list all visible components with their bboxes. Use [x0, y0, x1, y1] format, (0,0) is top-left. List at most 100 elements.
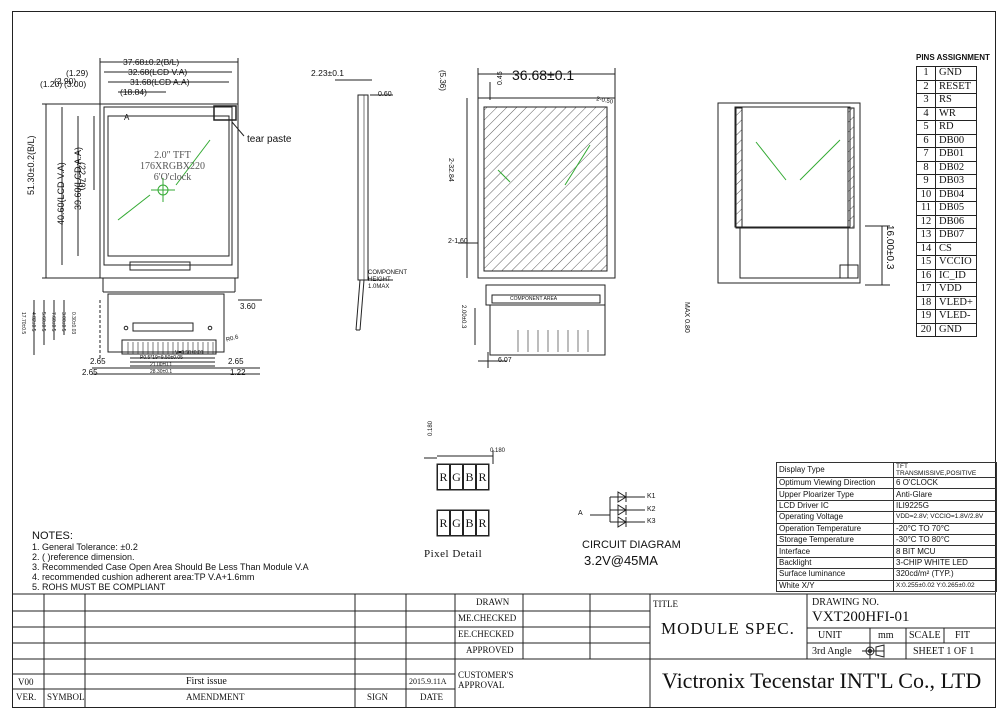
front-dim-120: (1.20): [40, 79, 63, 89]
pixel-cell: G: [450, 464, 463, 490]
rev-hdr-amendment: AMENDMENT: [186, 692, 245, 702]
note-item: 4. recommended cushion adherent area:TP …: [32, 572, 255, 582]
pin-signal: DB06: [935, 214, 977, 229]
note-item: 2. ( )reference dimension.: [32, 552, 135, 562]
back-fpc: [489, 304, 606, 356]
fpc-dim-left-1: 2.65: [90, 357, 106, 366]
tear-paste-label: tear paste: [247, 134, 292, 145]
front-dim-center: (18.84): [120, 87, 147, 97]
circuit-title: CIRCUIT DIAGRAM: [582, 539, 681, 551]
pin-number: 17: [916, 282, 936, 297]
back-dim-607: 6.07: [498, 357, 512, 364]
tb-drawing-no: VXT200HFI-01: [812, 609, 910, 625]
spec-row: Operation Temperature-20°C TO 70°C: [776, 522, 997, 535]
pin-signal: VLED+: [935, 295, 977, 310]
spec-value: -30°C TO 80°C: [893, 533, 997, 547]
pixel-cell: G: [450, 510, 463, 536]
back-component-area: COMPONENT AREA: [510, 296, 558, 302]
circuit-k2: K2: [647, 506, 656, 513]
rev-hdr-date: DATE: [420, 692, 443, 702]
tb-unit-label: UNIT: [818, 630, 842, 641]
pin-signal: IC_ID: [935, 268, 977, 283]
tb-scale-label: SCALE: [909, 630, 941, 641]
fpc-dim-right-1: 2.65: [228, 357, 244, 366]
pixel-cell: R: [476, 510, 489, 536]
pins-title: PINS ASSIGNMENT: [916, 53, 990, 62]
pixel-cell: B: [463, 510, 476, 536]
spec-value: 320cd/m² (TYP.): [893, 568, 997, 581]
front-dim-129: (1.29): [66, 68, 89, 78]
front-active-area: [107, 115, 230, 257]
notes-title: NOTES:: [32, 530, 73, 542]
tb-scale: FIT: [955, 630, 970, 641]
display-resolution-label: 176XRGBX220: [140, 161, 206, 172]
tb-drawing-no-label: DRAWING NO.: [812, 597, 879, 608]
tb-unit: mm: [878, 630, 894, 641]
circuit-spec: 3.2V@45MA: [584, 553, 658, 568]
front-dim-lcd-va: 32.68(LCD V.A): [128, 67, 188, 77]
fpc-pitch: P0.5*19=9.50±0.05: [140, 355, 183, 361]
tb-drawn: DRAWN: [476, 597, 510, 607]
tb-title-label: TITLE: [653, 599, 678, 609]
tb-title: MODULE SPEC.: [661, 619, 795, 638]
pin-signal: VCCIO: [935, 255, 977, 270]
pin-signal: GND: [935, 322, 977, 337]
back-width-dim: 36.68±0.1: [512, 67, 575, 83]
pad-a-label: A: [124, 113, 130, 122]
fpc-dim-360: 3.60: [240, 302, 256, 311]
pin-signal: DB00: [935, 133, 977, 148]
spec-row: Storage Temperature-30°C TO 80°C: [776, 533, 997, 547]
note-item: 3. Recommended Case Open Area Should Be …: [32, 562, 309, 572]
rev-date: 2015.9.11A: [409, 677, 447, 686]
spec-value: 8 BIT MCU: [893, 545, 997, 558]
notes: NOTES: 1. General Tolerance: ±0.2 2. ( )…: [32, 530, 309, 593]
spec-key: Operating Voltage: [776, 511, 894, 524]
front-outline: [99, 103, 239, 279]
company-name: Victronix Tecenstar INT'L Co., LTD: [662, 668, 982, 693]
side-component-height: COMPONENT HEIGHT 1.0MAX: [368, 270, 407, 290]
pixel-cell: R: [437, 510, 450, 536]
drawing-frame: [12, 11, 996, 708]
side-dim-060: 0.60: [378, 91, 392, 98]
back-dim-160: 2-1.60: [448, 238, 468, 245]
front-dim-bl: 37.68±0.2(B/L): [123, 57, 180, 67]
front-display-text: 2.0" TFT 176XRGBX220 6'O'clock: [140, 150, 205, 183]
rev-hdr-ver: VER.: [16, 692, 37, 702]
circuit-k1: K1: [647, 493, 656, 500]
note-item: 1. General Tolerance: ±0.2: [32, 542, 138, 552]
circuit-anode: A: [578, 510, 583, 517]
tb-ee-checked: EE.CHECKED: [458, 629, 514, 639]
display-viewing-label: 6'O'clock: [153, 172, 192, 183]
pixel-dim-2: 0.180: [490, 448, 506, 454]
pixel-cell: B: [463, 464, 476, 490]
spec-value: 3-CHIP WHITE LED: [893, 556, 997, 570]
front-dim-300: (3.00): [64, 79, 87, 89]
note-item: 5. ROHS MUST BE COMPLIANT: [32, 582, 166, 592]
spec-value: VDD=2.8V; VCCIO=1.8V/2.8V: [893, 511, 997, 524]
fpc-dim-right-2: 1.22: [230, 368, 246, 377]
spec-value: -20°C TO 70°C: [893, 522, 997, 535]
front-dim-290: (2.90): [54, 76, 77, 86]
rev-version: V00: [18, 677, 34, 687]
pixel-cell: R: [437, 464, 450, 490]
rev-hdr-symbol: SYMBOL: [47, 692, 85, 702]
